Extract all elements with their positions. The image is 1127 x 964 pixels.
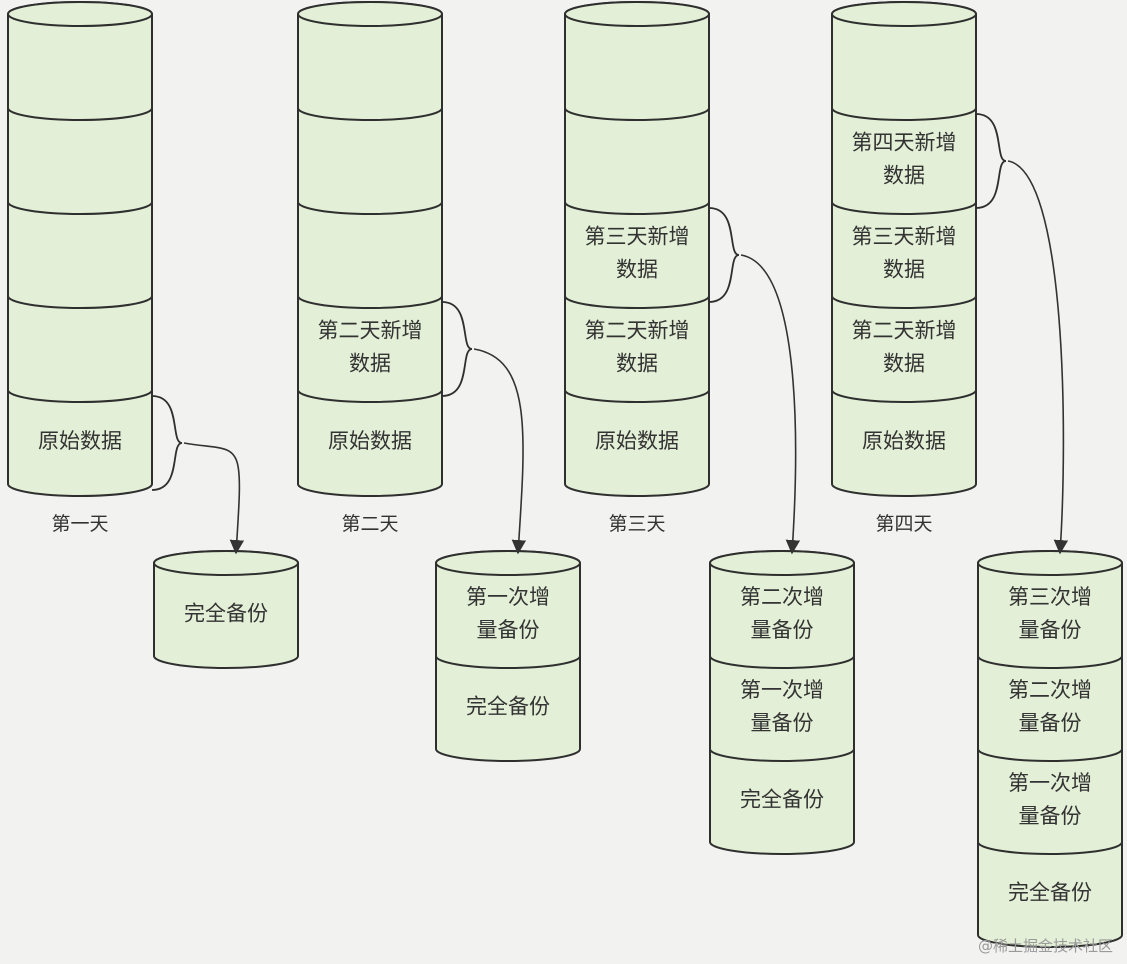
day-1-brace (151, 395, 183, 491)
day-2-backup-cylinder-body (435, 550, 581, 762)
day-4-backup-cylinder-divider (977, 841, 1123, 855)
day-1-storage-cylinder: 原始数据 (7, 1, 153, 497)
day-4-backup-cylinder-divider (977, 655, 1123, 669)
day-3-storage-cylinder-segment-label: 第二天新增数据 (585, 319, 690, 376)
watermark: @稀土掘金技术社区 (977, 937, 1113, 955)
day-2-backup-cylinder-segment-label: 第一次增量备份 (466, 585, 550, 642)
day-2-backup-cylinder-top (435, 550, 581, 576)
day-1-storage-cylinder-divider (7, 295, 153, 309)
day-3-storage-cylinder-divider (564, 295, 710, 309)
day-4-storage-cylinder-segment-label: 第三天新增数据 (852, 225, 957, 282)
day-2-storage-cylinder-divider (297, 389, 443, 403)
day-2-arrow (473, 348, 527, 555)
day-3-backup-cylinder-top (709, 550, 855, 576)
day-2-storage-cylinder-divider (297, 107, 443, 121)
day-4-brace (975, 113, 1007, 209)
day-2-storage-cylinder-divider (297, 201, 443, 215)
day-1-storage-cylinder-divider (7, 389, 153, 403)
day-4-backup-cylinder-top (977, 550, 1123, 576)
day-2-backup-cylinder-divider (435, 655, 581, 669)
day-1-storage-cylinder-divider (7, 107, 153, 121)
day-4-arrow (1007, 160, 1069, 555)
day-3-backup-cylinder-divider (709, 748, 855, 762)
day-3-backup-cylinder-divider (709, 655, 855, 669)
day-4-storage-cylinder-segment-label: 原始数据 (862, 429, 946, 453)
day-4-storage-cylinder-top (831, 1, 977, 27)
day-4-backup-cylinder-divider (977, 748, 1123, 762)
day-1-storage-cylinder-top (7, 1, 153, 27)
day-3-storage-cylinder-segment-label: 原始数据 (595, 429, 679, 453)
day-2-brace (441, 301, 473, 397)
day-4-label: 第四天 (875, 513, 932, 535)
day-3-brace (708, 207, 740, 303)
day-1-storage-cylinder-segment-label: 原始数据 (38, 429, 122, 453)
day-3-storage-cylinder-segment-label: 第三天新增数据 (585, 225, 690, 282)
day-4-storage-cylinder-body (831, 1, 977, 497)
day-4-backup-cylinder-segment-label: 第三次增量备份 (1008, 585, 1092, 642)
day-3-storage-cylinder-top (564, 1, 710, 27)
day-3-storage-cylinder-divider (564, 201, 710, 215)
day-4-storage-cylinder-segment-label: 第四天新增数据 (852, 131, 957, 188)
day-3-label: 第三天 (608, 513, 665, 535)
day-4-storage-cylinder-divider (831, 389, 977, 403)
day-1-storage-cylinder-divider (7, 201, 153, 215)
day-3-storage-cylinder-divider (564, 389, 710, 403)
day-2-label: 第二天 (341, 513, 398, 535)
day-1-backup-cylinder: 完全备份 (153, 550, 299, 669)
day-1-storage-cylinder-body (7, 1, 153, 497)
day-2-storage-cylinder-segment-label: 原始数据 (328, 429, 412, 453)
day-1-arrow (183, 442, 245, 555)
day-1-backup-cylinder-segment-label: 完全备份 (184, 602, 268, 626)
day-3-storage-cylinder-body (564, 1, 710, 497)
day-1-label: 第一天 (51, 513, 108, 535)
day-2-storage-cylinder-segment-label: 第二天新增数据 (318, 319, 423, 376)
day-2-backup-cylinder-segment-label: 完全备份 (466, 695, 550, 719)
day-4-storage-cylinder-divider (831, 295, 977, 309)
day-4-storage-cylinder-segment-label: 第二天新增数据 (852, 319, 957, 376)
day-4-storage-cylinder-divider (831, 107, 977, 121)
day-3-backup-cylinder-segment-label: 第二次增量备份 (740, 585, 824, 642)
day-1-backup-cylinder-top (153, 550, 299, 576)
day-3-backup-cylinder-segment-label: 第一次增量备份 (740, 678, 824, 735)
day-4-backup-cylinder-segment-label: 第一次增量备份 (1008, 771, 1092, 828)
day-4-backup-cylinder-segment-label: 完全备份 (1008, 881, 1092, 905)
day-4-storage-cylinder-divider (831, 201, 977, 215)
day-3-backup-cylinder-segment-label: 完全备份 (740, 788, 824, 812)
day-2-storage-cylinder-top (297, 1, 443, 27)
day-3-storage-cylinder-divider (564, 107, 710, 121)
day-2-storage-cylinder-body (297, 1, 443, 497)
day-4-backup-cylinder-segment-label: 第二次增量备份 (1008, 678, 1092, 735)
day-3-arrow (740, 254, 801, 555)
day-2-storage-cylinder-divider (297, 295, 443, 309)
